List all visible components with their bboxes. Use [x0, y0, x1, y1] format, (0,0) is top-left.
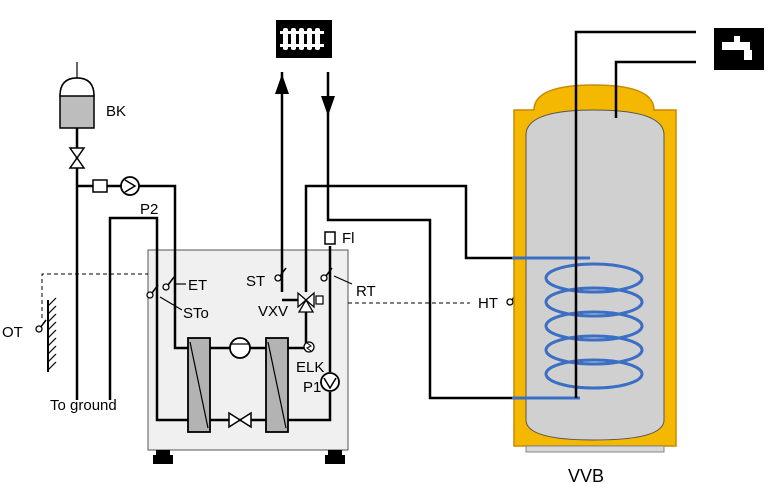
radiator-icon — [276, 20, 332, 58]
coil-return-pipe — [326, 172, 512, 400]
expansion-valve-icon — [68, 147, 86, 169]
electric-heater-icon — [303, 341, 315, 353]
rt-leader — [333, 275, 353, 285]
arrow-up-icon — [275, 74, 289, 94]
pump-p1-icon — [320, 372, 340, 392]
label-fl: Fl — [342, 230, 355, 247]
arrow-down-icon — [321, 96, 335, 116]
label-p2: P2 — [140, 201, 158, 218]
coil-supply-pipe — [304, 184, 512, 292]
label-ot: OT — [2, 324, 23, 341]
unit-foot-left — [156, 450, 170, 455]
label-sto: STo — [183, 305, 209, 322]
sensor-sto-icon — [146, 284, 159, 299]
label-rt: RT — [356, 283, 376, 300]
three-way-valve-icon — [297, 291, 324, 313]
pump-p2-icon — [120, 176, 140, 196]
sensor-ot-icon — [35, 319, 47, 333]
filter-icon — [92, 179, 108, 193]
sensor-st-icon — [274, 267, 287, 282]
compressor-icon — [229, 337, 251, 359]
label-vxv: VXV — [258, 303, 288, 320]
outdoor-sensor-wall — [47, 297, 57, 372]
hot-water-outlet-pipe — [614, 60, 696, 118]
unit-foot-left-base — [153, 455, 173, 464]
expansion-tank — [59, 62, 95, 129]
label-ht: HT — [478, 295, 498, 312]
unit-foot-right — [328, 450, 342, 455]
label-to-ground: To ground — [50, 397, 117, 414]
label-et: ET — [188, 277, 207, 294]
label-elk: ELK — [296, 359, 324, 376]
sensor-et-icon — [162, 276, 175, 291]
cold-water-inlet-pipe — [574, 30, 696, 398]
label-p1: P1 — [303, 379, 321, 396]
sensor-rt-icon — [320, 267, 333, 282]
label-vvb: VVB — [568, 466, 604, 486]
ot-signal-line — [41, 273, 148, 318]
label-st: ST — [246, 273, 265, 290]
flow-sensor-icon — [324, 231, 336, 245]
unit-foot-right-base — [325, 455, 345, 464]
sto-leader — [159, 296, 183, 311]
heat-exchanger-right — [265, 337, 289, 433]
condenser-return-pipe — [288, 392, 332, 422]
label-bk: BK — [106, 103, 126, 120]
expansion-valve-bottom-icon — [228, 411, 252, 429]
heat-exchanger-left — [187, 337, 211, 433]
tap-water-icon — [714, 28, 764, 70]
